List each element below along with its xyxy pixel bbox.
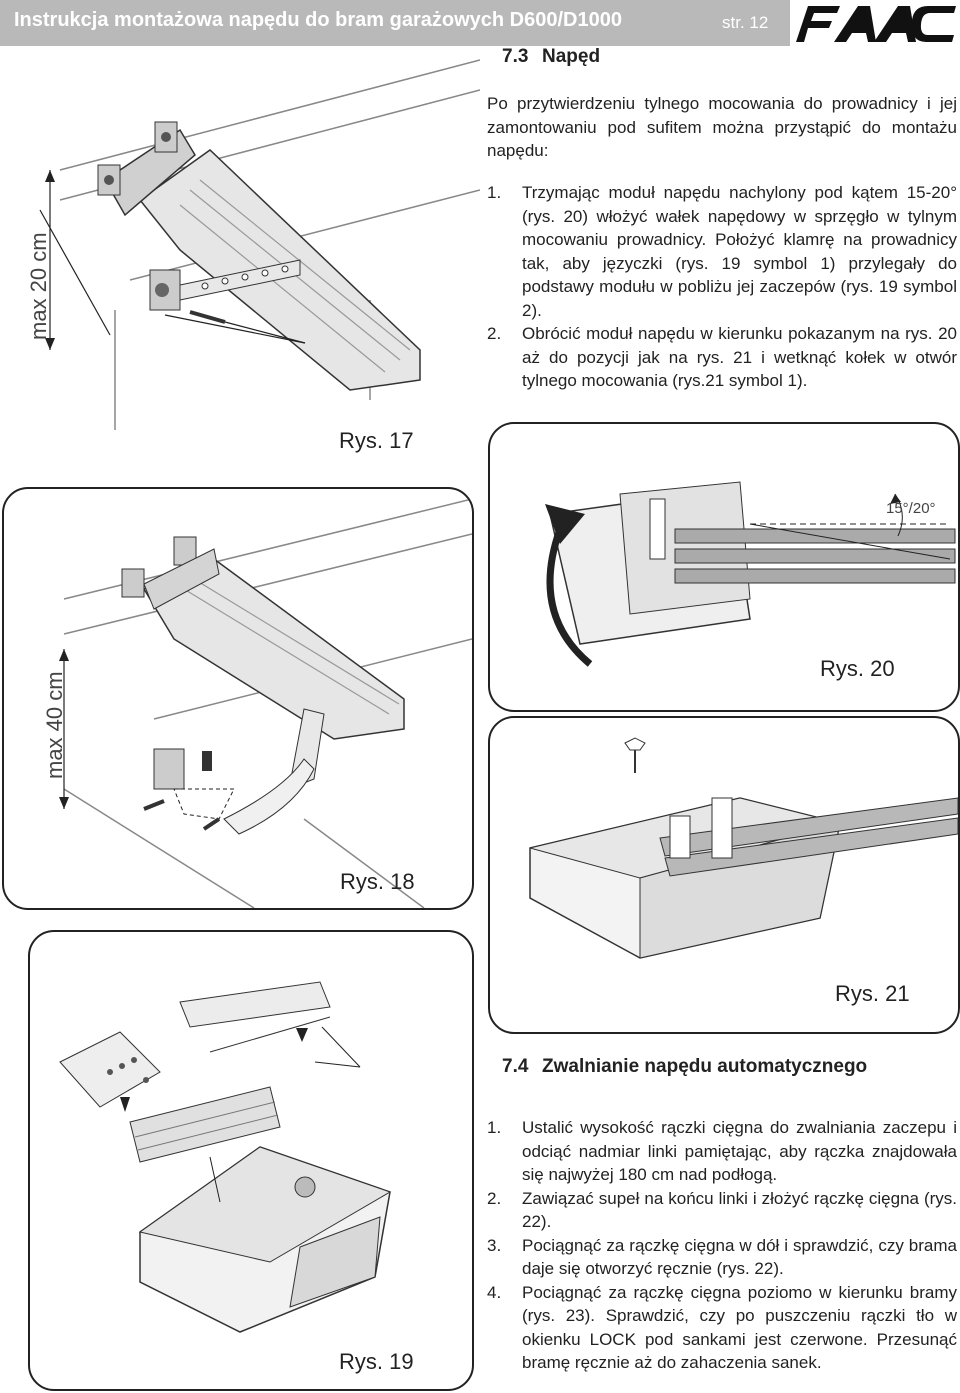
fig20-angle-label: 15°/20° bbox=[886, 500, 936, 517]
step-item: 3. Pociągnąć za rączkę cięgna w dół i spr… bbox=[487, 1234, 957, 1281]
fig18-dimension-label: max 40 cm bbox=[42, 671, 67, 779]
figure-21-panel: Rys. 21 bbox=[488, 716, 960, 1034]
figure-20-panel: 15°/20° Rys. 20 bbox=[488, 422, 960, 712]
fig17-caption: Rys. 17 bbox=[339, 428, 414, 453]
figure-20-illustration bbox=[545, 481, 956, 667]
step-text: Obrócić moduł napędu w kierunku pokazany… bbox=[522, 324, 957, 390]
page-number: str. 12 bbox=[722, 13, 769, 32]
section-number: 7.4 bbox=[502, 1056, 529, 1077]
section-title: Zwalnianie napędu automatycznego bbox=[542, 1056, 868, 1077]
section-7-3-heading: 7.3 Napęd bbox=[502, 46, 600, 68]
step-text: Ustalić wysokość rączki cięgna do zwalni… bbox=[522, 1118, 957, 1184]
figure-17: max 20 cm bbox=[0, 50, 481, 460]
step-number: 2. bbox=[487, 324, 502, 343]
section-7-4-heading: 7.4 Zwalnianie napędu automatycznego bbox=[502, 1056, 867, 1078]
section-7-3-intro: Po przytwierdzeniu tylnego mocowania do … bbox=[487, 94, 957, 160]
figure-19-panel: Rys. 19 bbox=[28, 930, 474, 1391]
section-title: Napęd bbox=[542, 46, 601, 67]
figure-17-illustration bbox=[39, 59, 481, 430]
fig21-caption: Rys. 21 bbox=[835, 981, 910, 1006]
step-item: 2. Obrócić moduł napędu w kierunku pokaza… bbox=[487, 322, 957, 393]
fig20-caption: Rys. 20 bbox=[820, 656, 895, 681]
faac-logo bbox=[796, 6, 956, 42]
step-text: Pociągnąć za rączkę cięgna w dół i spraw… bbox=[522, 1235, 957, 1279]
step-item: 1. Trzymając moduł napędu nachylony pod k… bbox=[487, 181, 957, 322]
step-item: 4. Pociągnąć za rączkę cięgna poziomo w k… bbox=[487, 1281, 957, 1375]
figure-18-illustration bbox=[59, 498, 472, 908]
step-text: Trzymając moduł napędu nachylony pod kąt… bbox=[522, 183, 957, 320]
header-bar: Instrukcja montażowa napędu do bram gara… bbox=[0, 0, 790, 46]
step-item: 2. Zawiązać supeł na końcu linki i złożyć… bbox=[487, 1187, 957, 1234]
step-number: 4. bbox=[487, 1282, 502, 1302]
document-title: Instrukcja montażowa napędu do bram gara… bbox=[14, 9, 622, 31]
step-number: 1. bbox=[487, 183, 502, 202]
section-7-4-steps: 1. Ustalić wysokość rączki cięgna do zwal… bbox=[487, 1116, 957, 1375]
step-item: 1. Ustalić wysokość rączki cięgna do zwal… bbox=[487, 1116, 957, 1187]
step-text: Zawiązać supeł na końcu linki i złożyć r… bbox=[522, 1188, 957, 1232]
figure-21-illustration bbox=[529, 737, 958, 959]
figure-18-panel: max 40 cm Rys. 18 bbox=[2, 487, 474, 910]
section-7-3-steps: 1. Trzymając moduł napędu nachylony pod k… bbox=[487, 181, 957, 393]
fig18-caption: Rys. 18 bbox=[340, 869, 415, 894]
fig17-dimension-label: max 20 cm bbox=[26, 232, 51, 340]
fig19-caption: Rys. 19 bbox=[339, 1349, 414, 1374]
step-number: 1. bbox=[487, 1118, 502, 1137]
step-number: 2. bbox=[487, 1188, 502, 1208]
figure-19-illustration bbox=[59, 981, 392, 1333]
step-number: 3. bbox=[487, 1235, 502, 1255]
step-text: Pociągnąć za rączkę cięgna poziomo w kie… bbox=[522, 1282, 957, 1373]
section-number: 7.3 bbox=[502, 46, 529, 67]
